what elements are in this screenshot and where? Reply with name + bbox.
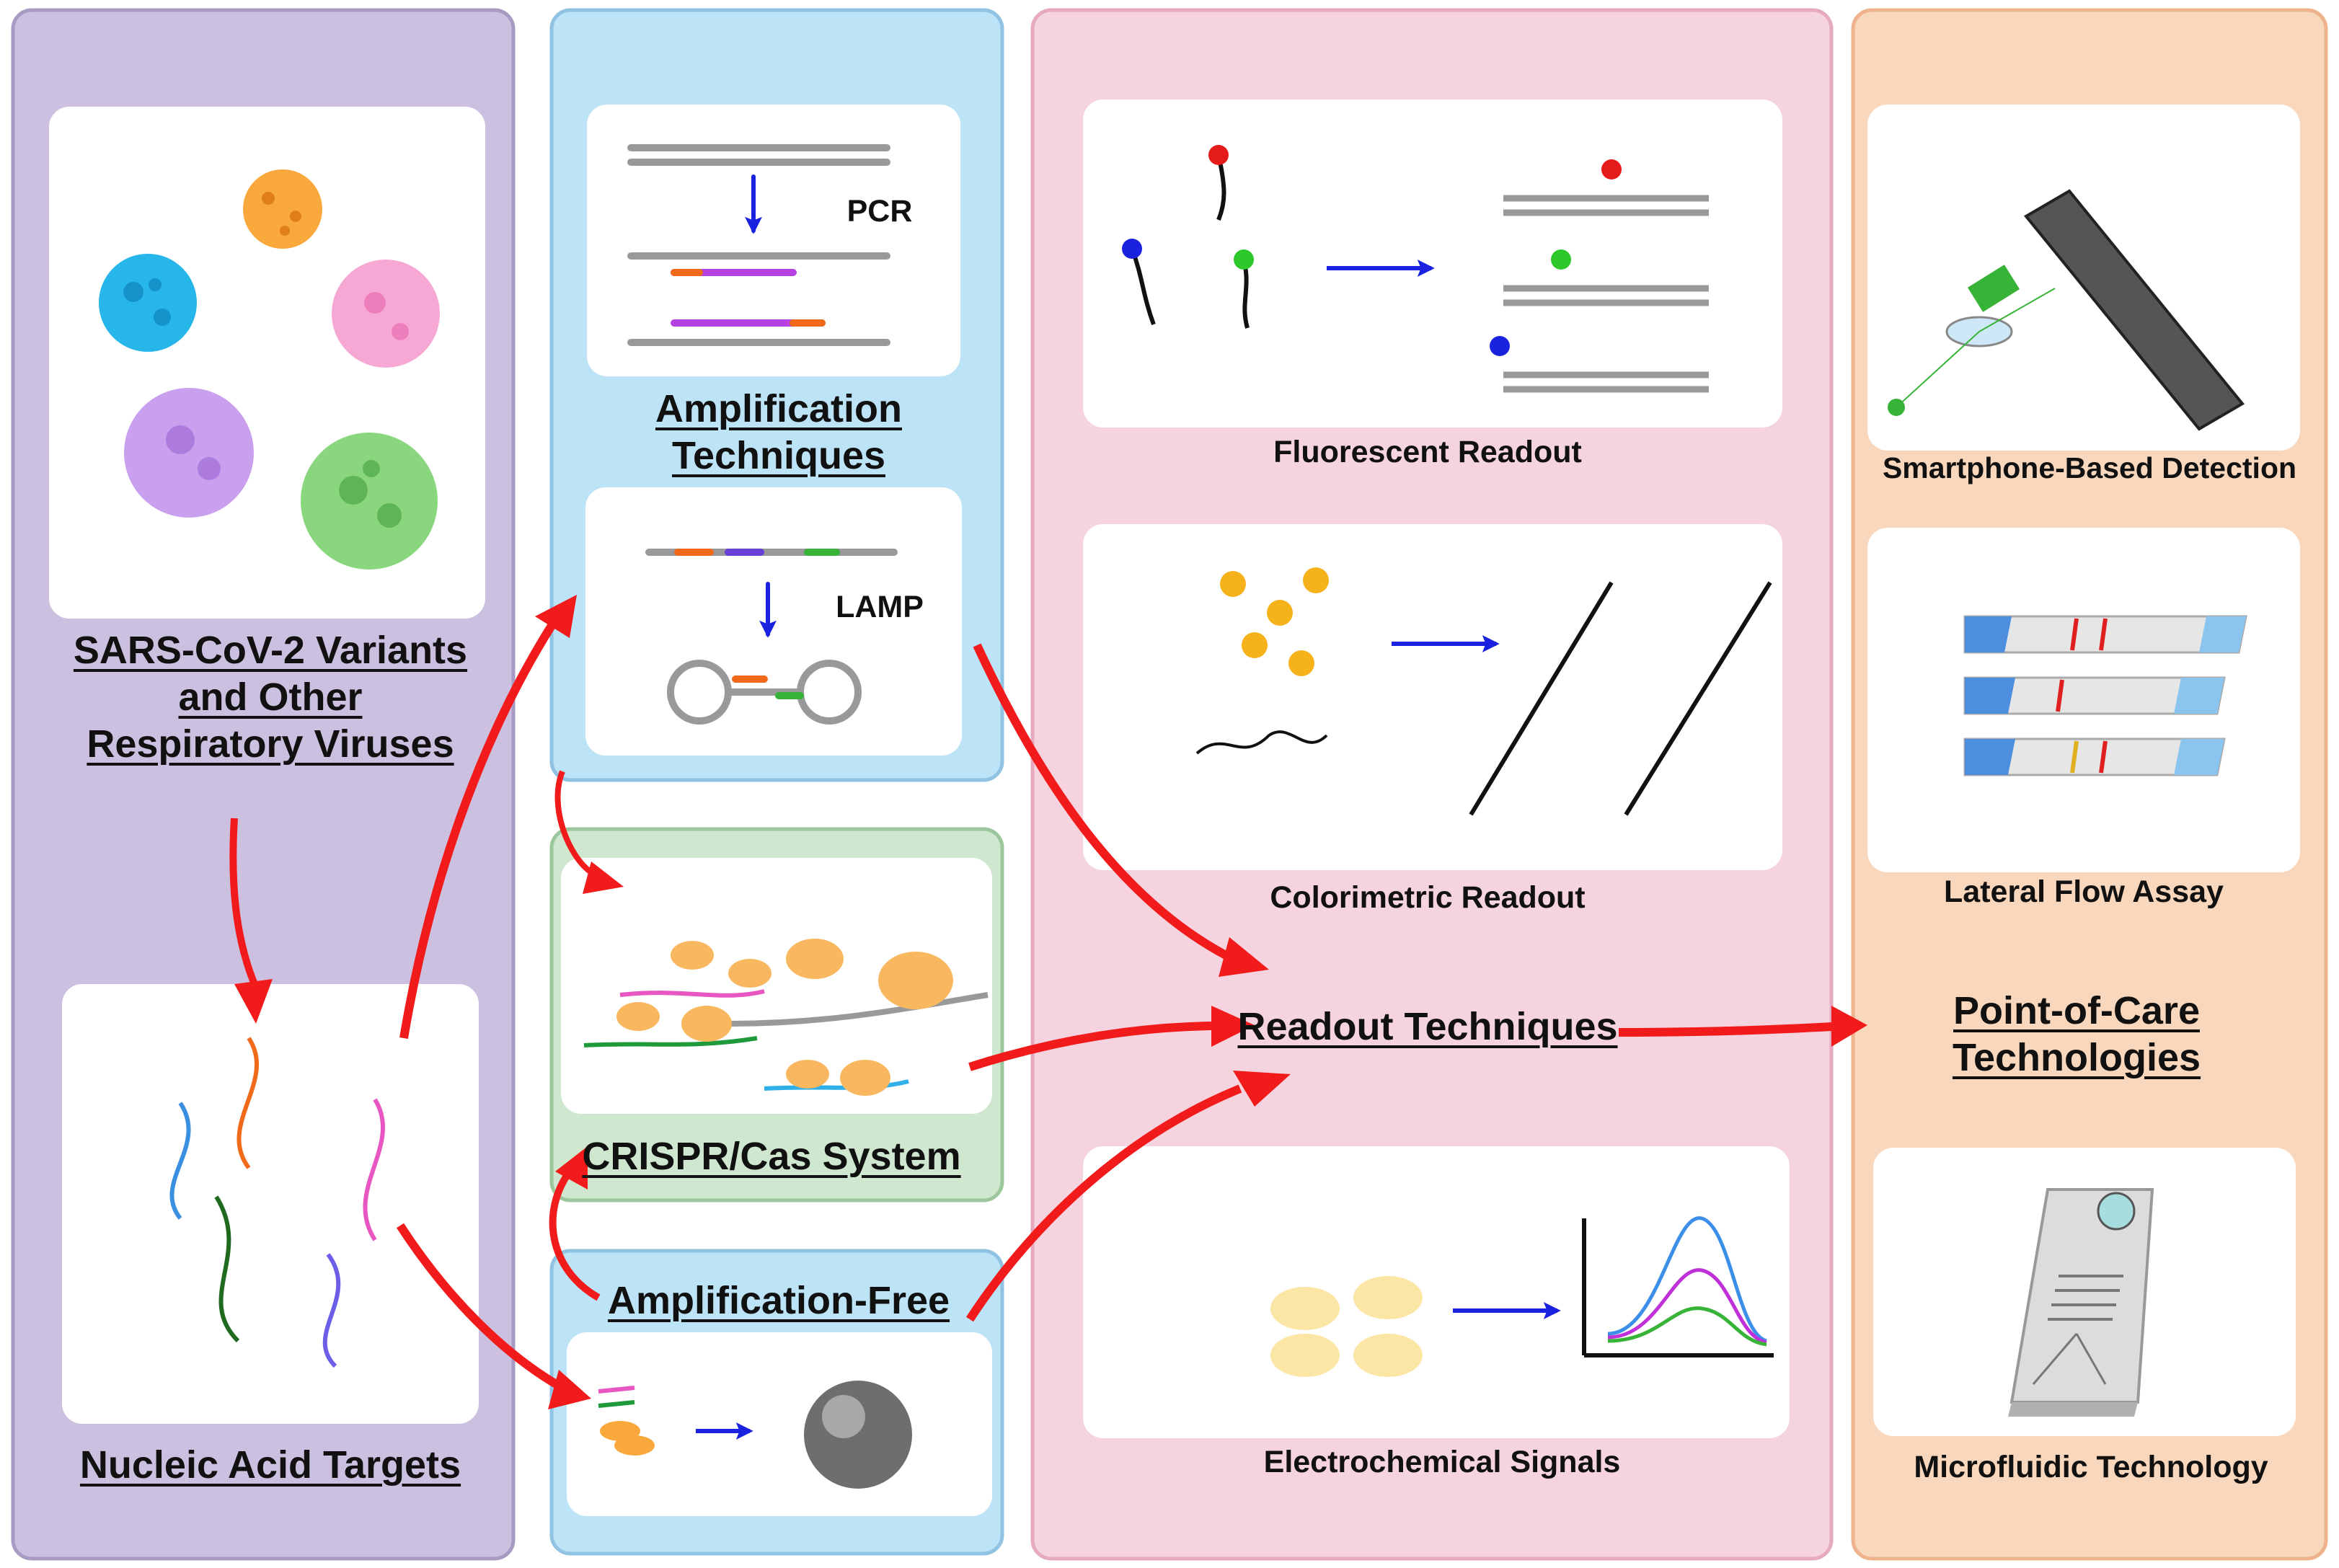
label-smartphone-detection: Smartphone-Based Detection — [1882, 451, 2297, 484]
label-amplification-free: Amplification-Free — [607, 1279, 950, 1322]
crispr-complex-icon — [583, 939, 989, 1096]
lamp-diagram-icon — [645, 549, 898, 725]
label-electrochemical-signals: Electrochemical Signals — [1263, 1445, 1621, 1479]
arrow-amp-free-to-readout — [965, 1071, 1291, 1322]
label-point-of-care: Point-of-Care Technologies — [1952, 989, 2201, 1079]
virus-purple-icon — [124, 388, 254, 518]
label-colorimetric-readout: Colorimetric Readout — [1270, 880, 1586, 915]
arrow-crispr-to-readout — [968, 1006, 1255, 1071]
arrow-nucleic-to-amp-free — [396, 1223, 591, 1409]
arrow-nucleic-to-amplification — [399, 595, 577, 1039]
label-lamp: LAMP — [836, 590, 924, 624]
label-readout-techniques: Readout Techniques — [1237, 1005, 1618, 1048]
flow-arrows — [229, 595, 1867, 1409]
card-crispr — [561, 858, 992, 1114]
virus-orange-icon — [243, 169, 322, 249]
label-viruses: SARS-CoV-2 Variants and Other Respirator… — [73, 629, 468, 766]
label-crispr: CRISPR/Cas System — [582, 1135, 961, 1178]
virus-green-icon — [301, 433, 438, 570]
virus-pink-icon — [332, 260, 440, 368]
lateral-flow-strips-icon — [1963, 615, 2247, 776]
label-fluorescent-readout: Fluorescent Readout — [1273, 435, 1582, 469]
nucleic-acid-strands-icon — [169, 1037, 385, 1368]
card-electrochemical — [1083, 1146, 1790, 1438]
nanoparticle-icon — [598, 1381, 912, 1489]
card-fluorescent — [1083, 99, 1782, 428]
label-microfluidic-technology: Microfluidic Technology — [1914, 1450, 2268, 1484]
label-amplification-techniques: Amplification Techniques — [655, 387, 902, 477]
colorimetric-icon — [1195, 567, 1772, 816]
arrow-viruses-to-nucleic — [229, 818, 273, 1024]
arrow-readout-to-poc — [1618, 1006, 1867, 1047]
card-nucleic-acids — [62, 984, 479, 1424]
arrow-lamp-to-readout — [973, 643, 1269, 977]
label-lateral-flow-assay: Lateral Flow Assay — [1944, 874, 2224, 909]
microfluidic-chip-icon — [2008, 1188, 2154, 1417]
arrow-amp-free-to-crispr — [549, 1146, 601, 1301]
label-pcr: PCR — [846, 194, 913, 229]
arrow-amplification-to-crispr — [554, 770, 624, 894]
fluorescent-probes-icon — [1122, 145, 1709, 393]
smartphone-icon — [1888, 189, 2245, 431]
card-colorimetric — [1083, 524, 1782, 870]
card-pcr — [587, 105, 960, 376]
label-nucleic-acid-targets: Nucleic Acid Targets — [79, 1443, 461, 1487]
electrochemical-plot-icon — [1270, 1216, 1774, 1377]
virus-cyan-icon — [99, 254, 197, 352]
pcr-diagram-icon — [627, 144, 890, 346]
